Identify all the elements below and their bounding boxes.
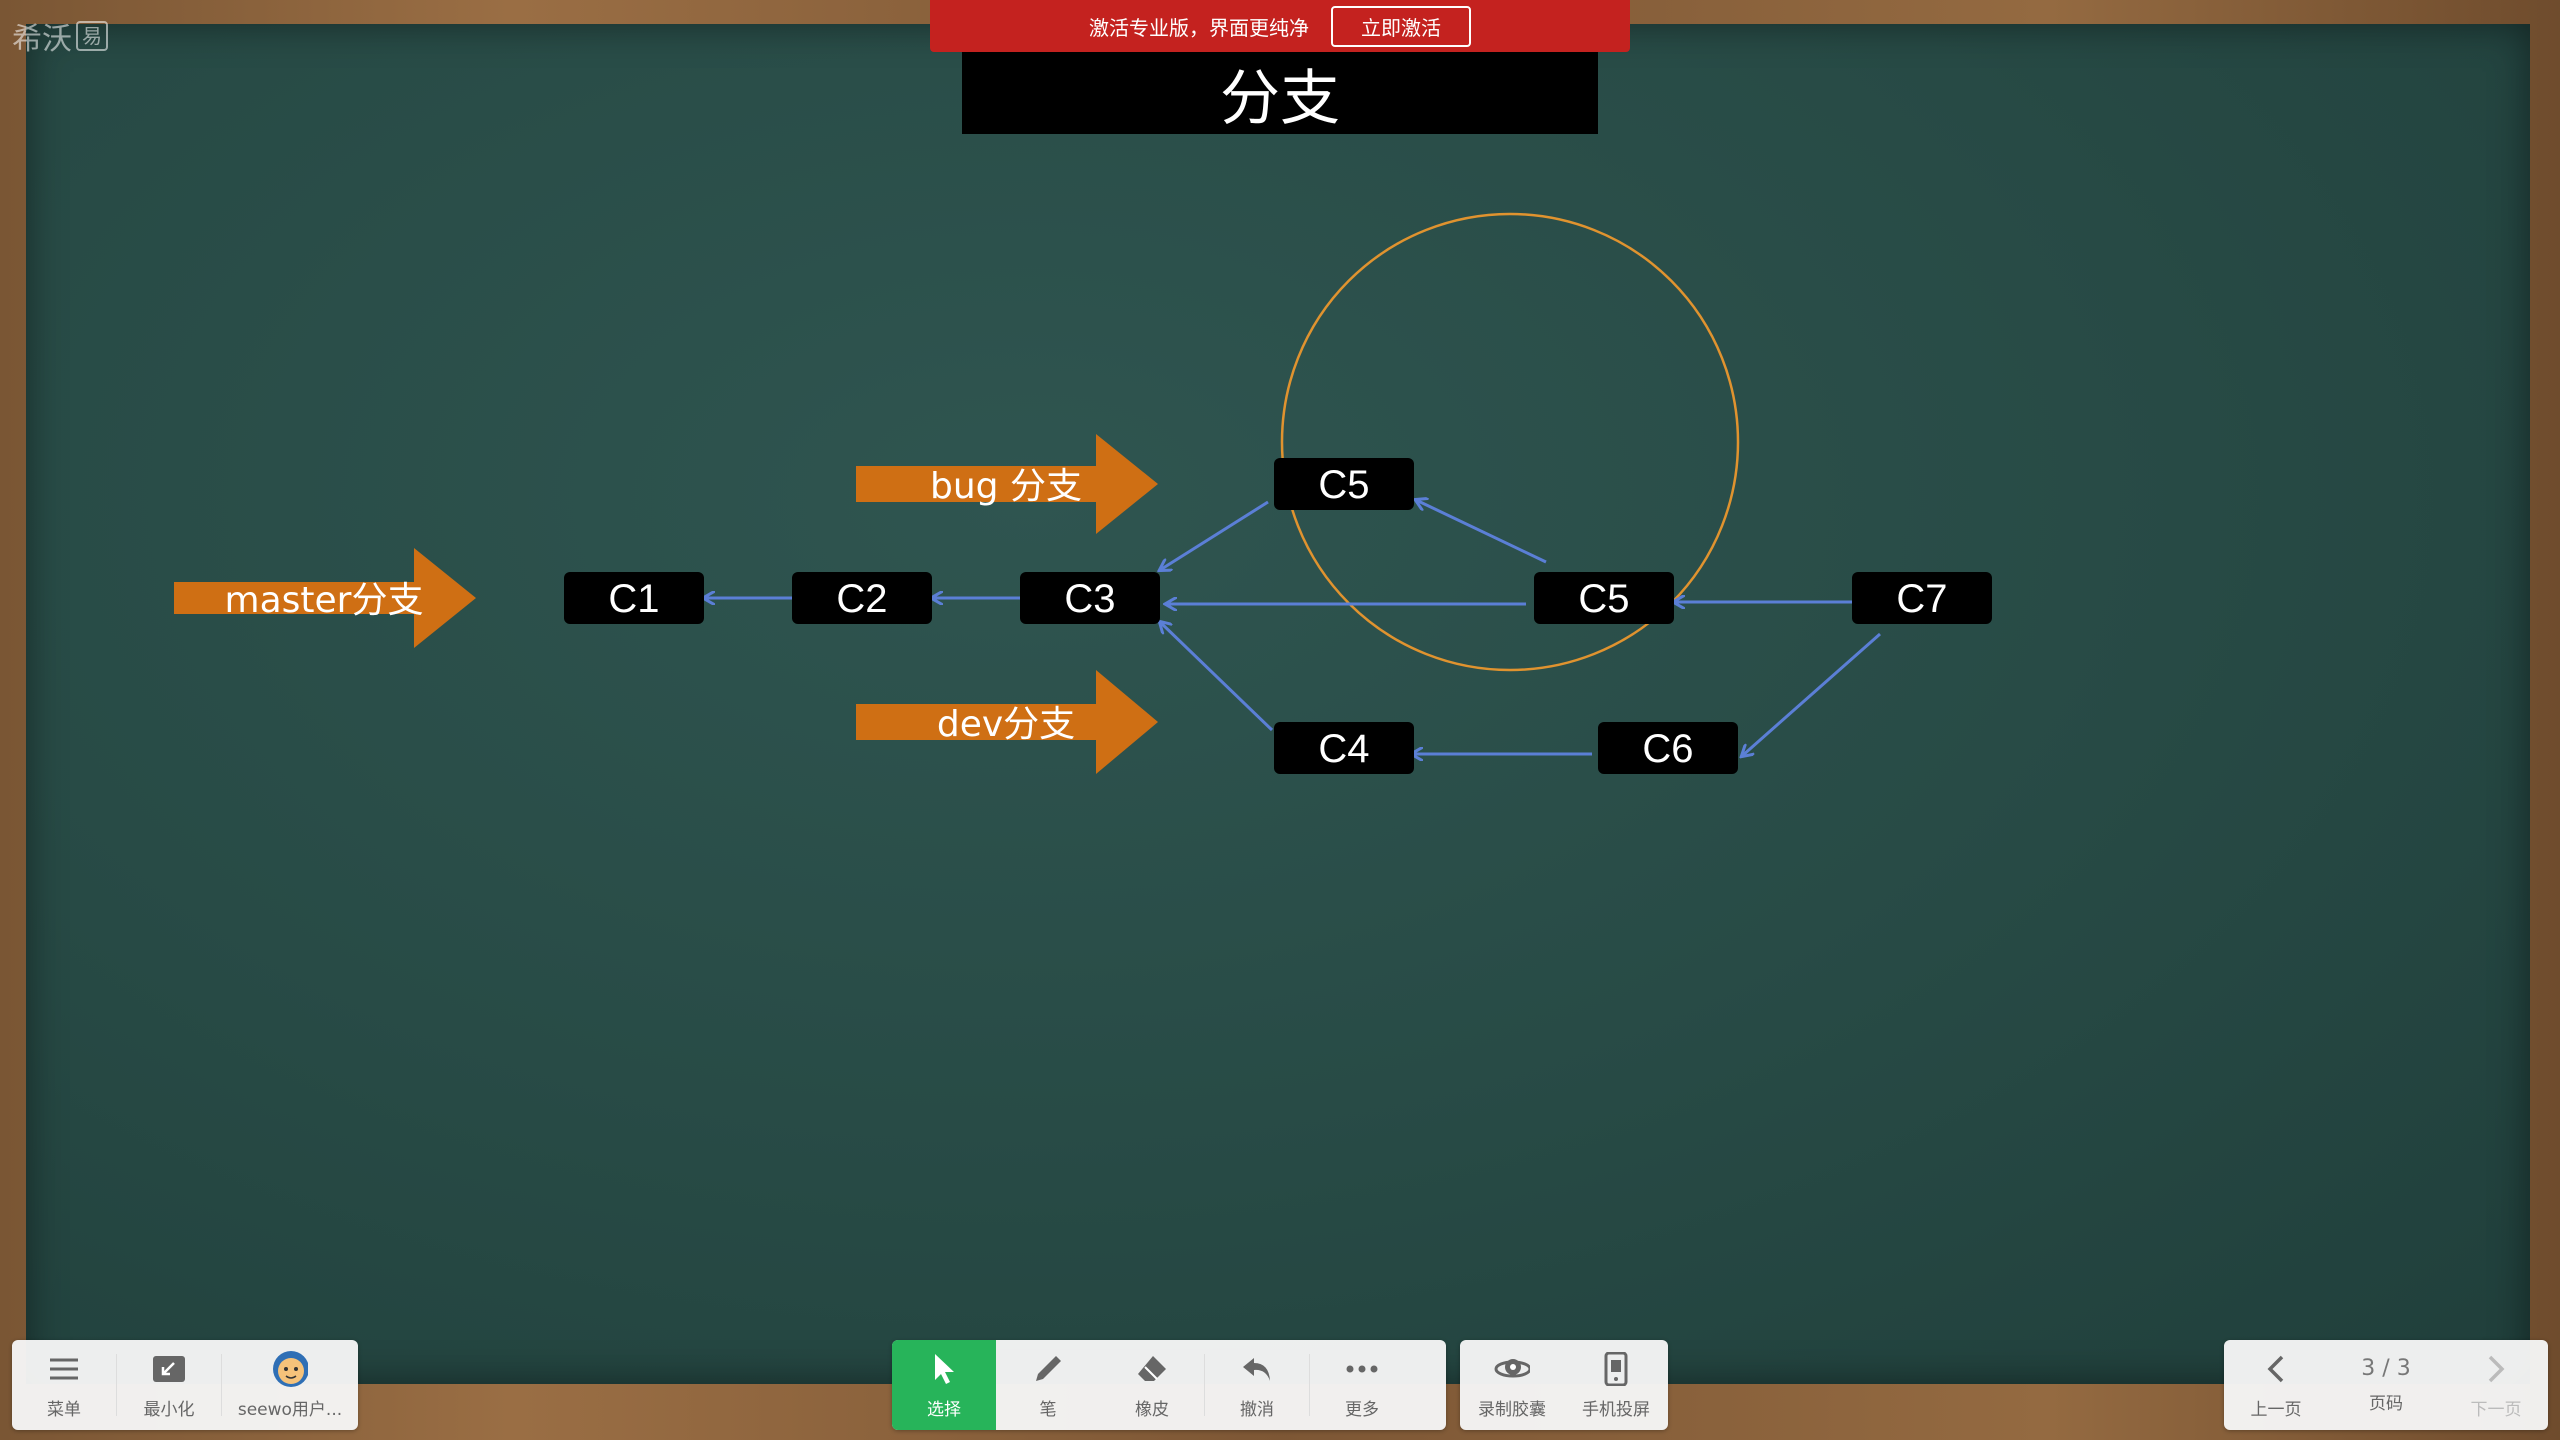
commit-label: C6 (1642, 727, 1693, 771)
commit-node-c1: C1 (564, 572, 704, 624)
minimize-button[interactable]: 最小化 (117, 1340, 221, 1430)
user-label: seewo用户... (237, 1399, 343, 1420)
activate-button[interactable]: 立即激活 (1331, 5, 1471, 47)
menu-button[interactable]: 菜单 (12, 1340, 116, 1430)
select-tool-button[interactable]: 选择 (892, 1340, 996, 1430)
next-page-label: 下一页 (2470, 1399, 2522, 1420)
chalkboard-canvas[interactable] (26, 24, 2530, 1384)
dev-branch-arrow: dev分支 (856, 670, 1158, 774)
edge-c7-c6 (1742, 632, 1881, 756)
menu-label: 菜单 (47, 1399, 81, 1420)
commit-node-c7: C7 (1852, 572, 1992, 624)
divider (116, 1354, 117, 1416)
edge-c5main-c5bug (1416, 500, 1547, 564)
promo-banner: 激活专业版，界面更纯净 立即激活 (930, 0, 1630, 52)
commit-edges (704, 500, 1881, 756)
more-label: 更多 (1345, 1399, 1379, 1420)
divider (1204, 1354, 1205, 1416)
phone-cast-button[interactable]: 手机投屏 (1564, 1340, 1668, 1430)
commit-label: C2 (836, 577, 887, 621)
pen-label: 笔 (1039, 1399, 1057, 1420)
menu-icon (46, 1351, 82, 1387)
prev-page-label: 上一页 (2250, 1399, 2302, 1420)
pen-tool-button[interactable]: 笔 (996, 1340, 1100, 1430)
master-branch-label: master分支 (225, 580, 424, 621)
commit-node-c2: C2 (792, 572, 932, 624)
logo-text: 希沃 (12, 22, 72, 57)
cursor-icon (926, 1351, 962, 1387)
promo-text: 激活专业版，界面更纯净 (1089, 15, 1309, 40)
commit-label: C1 (608, 577, 659, 621)
user-button[interactable]: seewo用户... (222, 1340, 358, 1430)
phone-label: 手机投屏 (1582, 1399, 1650, 1420)
toolbar-center: 选择 笔 橡皮 撤消 更多 (892, 1340, 1446, 1430)
minimize-icon (151, 1351, 187, 1387)
commit-node-c3: C3 (1020, 572, 1160, 624)
edge-c5bug-c3 (1160, 500, 1269, 570)
next-page-button[interactable]: 下一页 (2444, 1340, 2548, 1430)
minimize-label: 最小化 (143, 1399, 195, 1420)
chevron-left-icon (2258, 1351, 2294, 1387)
undo-label: 撤消 (1240, 1399, 1274, 1420)
chevron-right-icon (2478, 1351, 2514, 1387)
commit-label: C3 (1064, 577, 1115, 621)
page-indicator[interactable]: 3 / 3 页码 (2328, 1340, 2444, 1430)
logo-badge: 易 (76, 21, 108, 51)
avatar (272, 1350, 308, 1387)
divider (221, 1354, 222, 1416)
slide-title-text: 分支 (1220, 63, 1340, 134)
slide-title: 分支 (962, 52, 1598, 134)
eraser-tool-button[interactable]: 橡皮 (1100, 1340, 1204, 1430)
undo-icon (1239, 1351, 1275, 1387)
page-label: 页码 (2369, 1394, 2403, 1414)
bug-branch-arrow: bug 分支 (856, 434, 1158, 534)
more-icon (1344, 1351, 1380, 1387)
more-button[interactable]: 更多 (1310, 1340, 1414, 1430)
commit-node-c5-bug: C5 (1274, 458, 1414, 510)
eraser-icon (1134, 1351, 1170, 1387)
commit-node-c4: C4 (1274, 722, 1414, 774)
commit-node-c6: C6 (1598, 722, 1738, 774)
highlight-circle (1280, 212, 1740, 672)
commit-label: C4 (1318, 727, 1369, 771)
dev-branch-label: dev分支 (937, 704, 1075, 745)
record-label: 录制胶囊 (1478, 1399, 1546, 1420)
record-capsule-icon (1494, 1351, 1530, 1387)
phone-icon (1598, 1351, 1634, 1387)
bug-branch-label: bug 分支 (930, 466, 1082, 507)
commit-label: C7 (1896, 577, 1947, 621)
app-logo: 希沃 易 (12, 14, 108, 58)
record-button[interactable]: 录制胶囊 (1460, 1340, 1564, 1430)
page-number: 3 / 3 (2361, 1356, 2411, 1381)
commit-node-c5-main: C5 (1534, 572, 1674, 624)
prev-page-button[interactable]: 上一页 (2224, 1340, 2328, 1430)
master-branch-arrow: master分支 (174, 548, 476, 648)
select-label: 选择 (927, 1399, 961, 1420)
pen-icon (1030, 1351, 1066, 1387)
divider (1309, 1354, 1310, 1416)
commit-label: C5 (1578, 577, 1629, 621)
edge-c4-c3 (1160, 622, 1274, 732)
toolbar-right: 上一页 3 / 3 页码 下一页 (2224, 1340, 2548, 1430)
commit-label: C5 (1318, 463, 1369, 507)
undo-button[interactable]: 撤消 (1205, 1340, 1309, 1430)
toolbar-left: 菜单 最小化 seewo用户... (12, 1340, 358, 1430)
eraser-label: 橡皮 (1135, 1399, 1169, 1420)
toolbar-extra: 录制胶囊 手机投屏 (1460, 1340, 1668, 1430)
